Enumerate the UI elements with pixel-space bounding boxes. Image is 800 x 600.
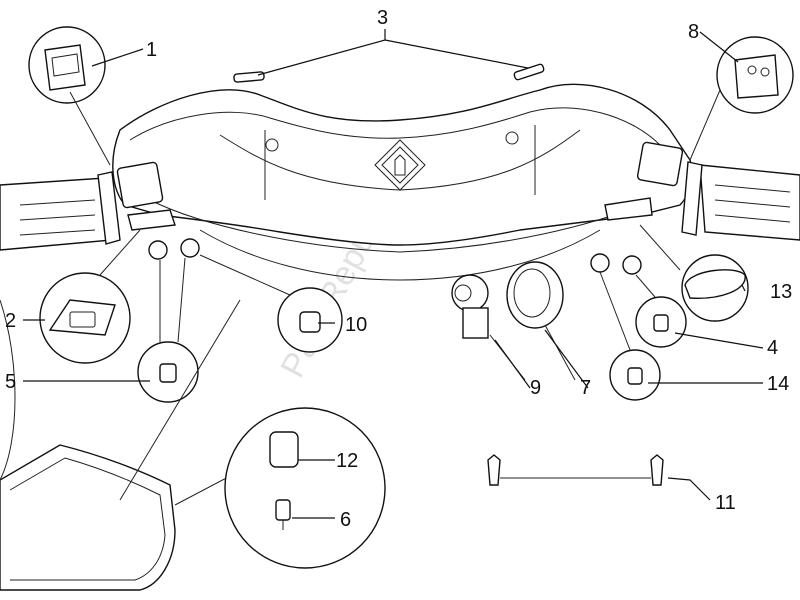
- part-1-switch: [28, 26, 111, 166]
- part-3-bulbs: [233, 63, 545, 83]
- callout-5: 5: [5, 371, 16, 393]
- left-grip: [0, 161, 176, 251]
- part-5-bulb: [137, 257, 199, 403]
- instrument-panel: [0, 299, 271, 591]
- callout-1: 1: [146, 39, 157, 61]
- hole-right-2: [622, 255, 642, 275]
- part-8-switch: [689, 36, 794, 161]
- part-7-ring: [506, 261, 576, 381]
- handlebar-cover: [112, 83, 693, 281]
- part-4-bulb: [635, 274, 687, 348]
- callout-4: 4: [767, 337, 778, 359]
- part-10-bulb: [199, 254, 343, 353]
- callout-3: 3: [377, 7, 388, 29]
- callout-8: 8: [688, 21, 699, 43]
- callout-10: 10: [345, 314, 367, 336]
- callout-12: 12: [336, 450, 358, 472]
- part-2-switch: [39, 229, 141, 364]
- hole-left-1: [148, 240, 168, 260]
- part-12-6-detail: [224, 407, 386, 569]
- part-13-lens: [639, 224, 749, 322]
- callout-6: 6: [340, 509, 351, 531]
- callout-14: 14: [767, 373, 789, 395]
- callout-2: 2: [5, 310, 16, 332]
- callout-13: 13: [770, 281, 792, 303]
- hole-left-2: [180, 238, 200, 258]
- callout-9: 9: [530, 377, 541, 399]
- callout-7: 7: [580, 377, 591, 399]
- callout-11: 11: [715, 492, 736, 514]
- part-14-bulb: [599, 271, 661, 401]
- hole-right-1: [590, 253, 610, 273]
- right-grip: [604, 141, 800, 241]
- part-11-pins: [487, 454, 664, 486]
